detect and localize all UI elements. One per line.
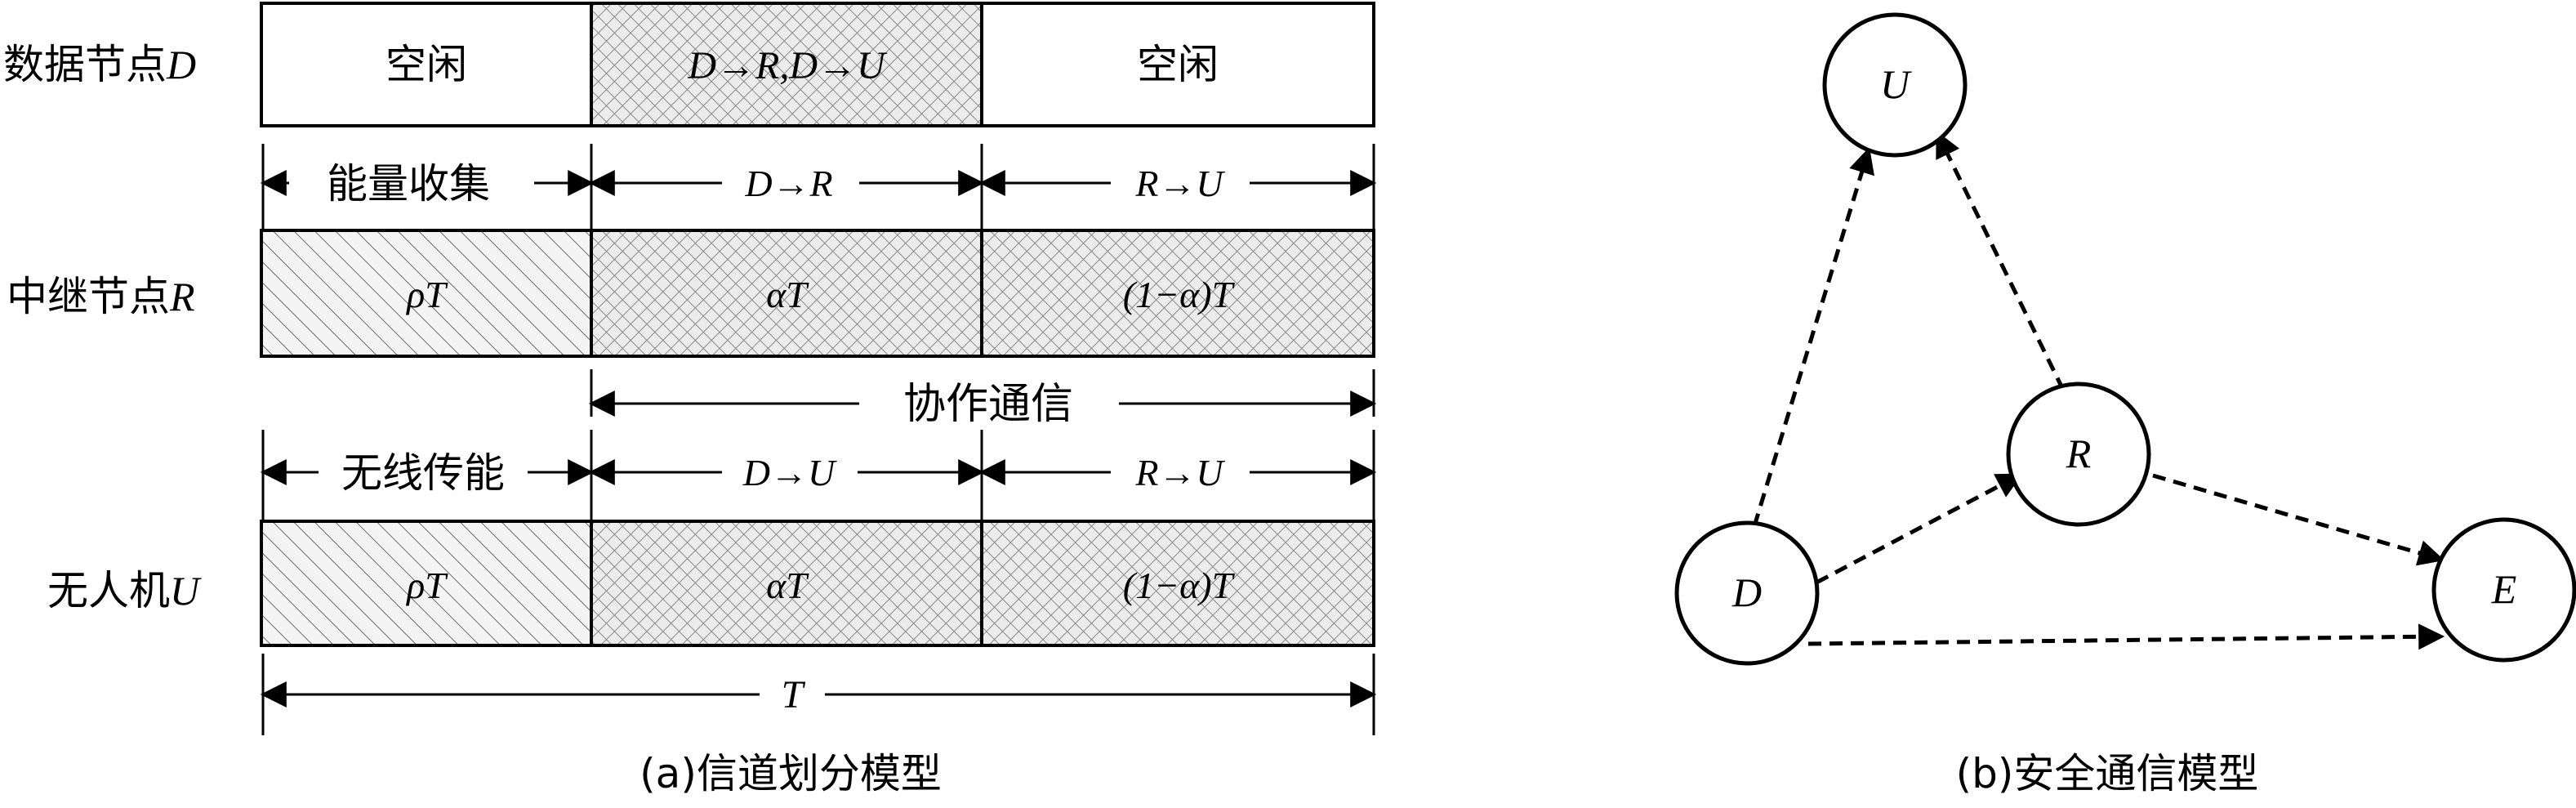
r-row-alpha-t [590,229,983,358]
d-row-transmit-label: D→R,D→U [687,44,888,87]
node-e: E [2431,517,2576,663]
r-row-one-minus-alpha-t [980,229,1375,358]
panel-b-secure-comm: U R D E (b)安全通信模型 [1674,12,2576,797]
svg-text:U: U [1880,61,1912,107]
caption-a: (a)信道划分模型 [640,750,942,797]
u-row-one-minus-alpha-t-label: (1−α)T [1123,565,1236,606]
r-row-rho-t [260,229,593,358]
node-d: D [1674,520,1820,666]
row-label-data-node: 数据节点D [3,41,196,88]
r-row-rho-t-label: ρT [405,274,448,315]
node-r: R [2006,382,2151,527]
coop-comm-row [588,369,1377,417]
uav-phase-r-to-u: R→U [1134,452,1225,493]
link-d-to-u [1752,146,1874,527]
coop-comm-label: 协作通信 [903,380,1073,429]
link-r-to-e [2152,473,2445,566]
uav-phase-d-to-u: D→U [742,452,837,493]
u-row-rho-t [260,520,593,647]
d-row-idle-right [980,2,1375,127]
panel-a-channel-division: 数据节点D 中继节点R 无人机U 空闲 D→R,D→U 空闲 能量收集 D→R [3,2,1377,797]
d-row-idle-right-label: 空闲 [1137,41,1219,88]
total-period-label: T [782,673,806,716]
relay-phase-row [260,144,1377,230]
relay-phase-d-to-r: D→R [744,163,832,204]
svg-text:R: R [2066,431,2092,476]
link-d-to-r [1815,472,2023,585]
link-r-to-u [1935,131,2066,391]
d-row-idle-left [260,2,593,127]
row-label-uav: 无人机U [47,567,202,614]
relay-node-timeline: ρT αT (1−α)T [260,229,1375,358]
uav-timeline: ρT αT (1−α)T [260,520,1375,647]
data-node-timeline: 空闲 D→R,D→U 空闲 [260,2,1375,127]
relay-phase-r-to-u: R→U [1134,163,1225,204]
total-period-arrow [260,654,1377,735]
d-row-transmit [590,2,983,127]
uav-phase-row [260,430,1377,521]
row-label-relay-node: 中继节点R [7,273,195,320]
svg-text:D: D [1731,569,1762,615]
link-d-to-e [1807,623,2445,650]
node-u: U [1822,12,1968,158]
u-row-rho-t-label: ρT [405,565,448,606]
caption-b: (b)安全通信模型 [1956,750,2259,797]
u-row-alpha-t-label: αT [766,565,809,606]
u-row-one-minus-alpha-t [980,520,1375,647]
svg-text:E: E [2491,566,2517,612]
relay-phase-energy-harvest: 能量收集 [327,160,490,208]
u-row-alpha-t [590,520,983,647]
d-row-idle-left-label: 空闲 [386,41,467,88]
r-row-alpha-t-label: αT [766,274,809,315]
r-row-one-minus-alpha-t-label: (1−α)T [1123,274,1236,315]
uav-phase-wpt: 无线传能 [341,449,505,497]
